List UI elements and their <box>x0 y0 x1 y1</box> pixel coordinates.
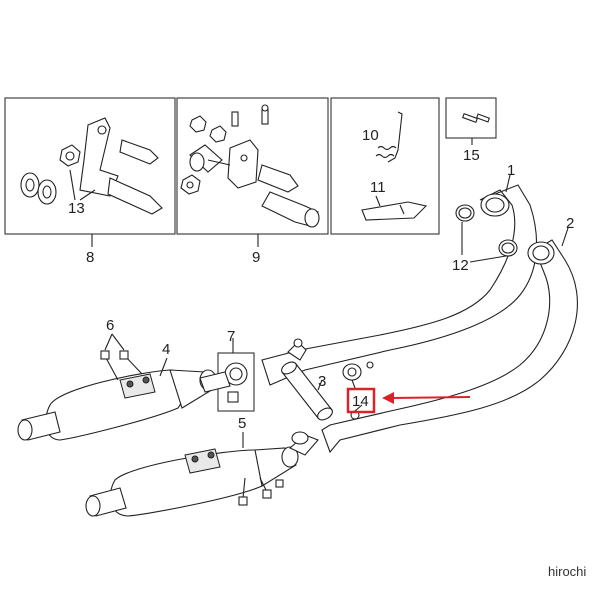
part-label-15: 15 <box>463 147 480 164</box>
part-label-2: 2 <box>566 215 574 232</box>
clamp-assembly-7 <box>217 352 255 412</box>
part-label-7: 7 <box>227 328 235 345</box>
part-label-6: 6 <box>106 317 114 334</box>
part-label-13: 13 <box>68 200 85 217</box>
spring-icon <box>387 111 403 163</box>
inset-box-9 <box>176 97 329 235</box>
bolt-icon <box>231 111 239 127</box>
bolt-icon <box>262 489 272 499</box>
heat-shield-icon <box>361 201 428 221</box>
part-label-3: 3 <box>318 373 326 390</box>
pin-icon <box>119 139 159 165</box>
exhaust-pipe-2 <box>321 239 578 454</box>
nut-icon <box>189 115 207 133</box>
muffler-5 <box>85 446 299 517</box>
inset-box-10-11: 10 11 <box>330 97 440 235</box>
bracket-icon <box>79 117 119 197</box>
part-label-8: 8 <box>86 249 94 266</box>
part-label-4: 4 <box>162 341 170 358</box>
bolts-6 <box>100 333 129 360</box>
inset-box-8: 13 <box>4 97 176 235</box>
muffler-4 <box>17 355 217 441</box>
clamp-bolt-icon <box>227 391 239 403</box>
part-label-5: 5 <box>238 415 246 432</box>
part-label-11: 11 <box>370 179 386 196</box>
bolt-icon <box>238 496 248 506</box>
part-label-1: 1 <box>507 162 515 179</box>
part-label-9: 9 <box>252 249 260 266</box>
highlight-arrow <box>391 396 471 399</box>
bolt-icon <box>107 177 163 215</box>
part-label-14: 14 <box>352 393 369 410</box>
watermark: hirochi <box>548 564 586 579</box>
highlight-box <box>346 387 376 414</box>
collar-icon <box>257 164 299 193</box>
part-label-12: 12 <box>452 257 469 274</box>
arrow-head-icon <box>382 392 394 404</box>
bracket-icon <box>227 139 259 189</box>
highlight-part-14: 14 <box>346 387 471 414</box>
inset-box-15 <box>445 97 497 139</box>
part-label-10: 10 <box>362 127 379 144</box>
pipe-joint-3 <box>281 361 333 421</box>
connector-sleeve <box>199 371 231 393</box>
screw-icon <box>462 113 478 123</box>
